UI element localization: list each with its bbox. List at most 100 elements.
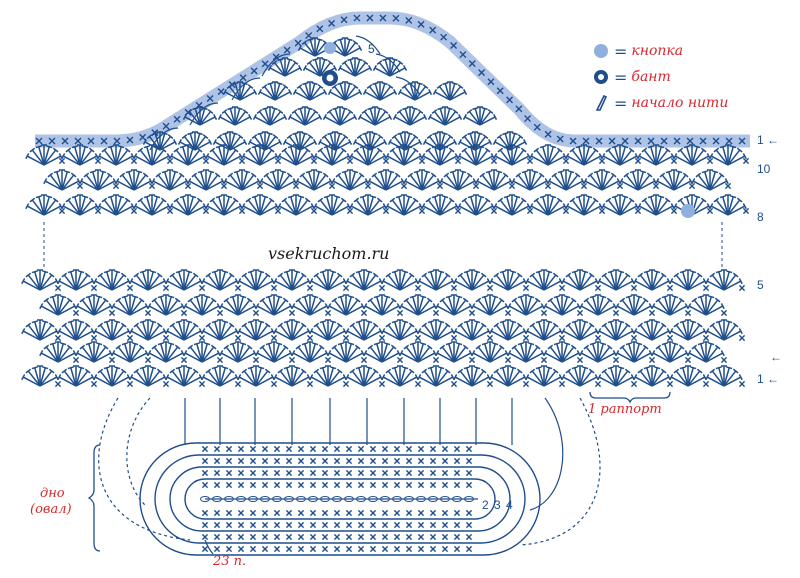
sc-stitch [429,533,437,541]
shell-stitch [349,194,387,216]
sc-stitch [429,457,437,465]
sc-stitch [249,521,257,529]
shell-stitch [205,144,243,166]
sc-stitch [453,521,461,529]
shell-stitch [259,169,297,191]
shell-stitch [257,81,293,101]
sc-stitch [288,356,296,364]
sc-stitch [48,137,56,145]
sc-stitch [54,380,62,388]
shell-stitch [183,341,221,363]
sc-stitch [54,334,62,342]
sc-stitch [684,309,692,317]
shell-stitch [435,294,473,316]
sc-stitch [369,457,377,465]
sc-stitch [58,207,66,215]
chain-arc [375,53,401,73]
sc-stitch [400,182,408,190]
sc-stitch [273,469,281,477]
sc-stitch [436,182,444,190]
oval-ring [154,454,526,544]
repeat-label: 1 раппорт [588,402,662,417]
shell-stitch [547,169,585,191]
sc-stitch [702,380,710,388]
sc-stitch [306,380,314,388]
sc-stitch [357,481,365,489]
sc-stitch [540,309,548,317]
shell-stitch [417,365,455,387]
sc-stitch [213,509,221,517]
shell-stitch [615,341,653,363]
sc-stitch [699,137,707,145]
sc-stitch [684,356,692,364]
shell-stitch [471,294,509,316]
sc-stitch [261,481,269,489]
shell-stitch [493,194,531,216]
chain-stitch [452,496,462,502]
sc-stitch [441,481,449,489]
row-label-top: 1 ← [757,133,780,147]
sc-stitch [558,380,566,388]
sc-stitch [522,284,530,292]
sc-stitch [393,457,401,465]
sc-stitch [270,284,278,292]
sc-stitch [441,533,449,541]
sc-stitch [198,334,206,342]
shell-stitch [691,169,729,191]
sc-stitch [108,356,116,364]
sc-stitch [496,87,504,95]
sc-stitch [112,182,120,190]
shell-stitch [327,37,363,57]
shell-stitch [129,365,167,387]
sc-stitch [594,284,602,292]
sc-stitch [345,457,353,465]
sc-stitch [72,309,80,317]
shell-stitch [255,294,293,316]
shell-stitch [439,169,477,191]
sc-stitch [357,521,365,529]
sc-stitch [305,32,313,40]
shell-stitch [381,269,419,291]
sc-stitch [306,284,314,292]
sc-stitch [202,157,210,165]
shell-stitch [357,106,393,126]
chain-stitch [236,496,246,502]
sc-stitch [417,457,425,465]
sc-stitch [381,521,389,529]
sc-stitch [309,469,317,477]
shell-stitch [327,81,363,101]
sc-stitch [309,533,317,541]
sc-stitch [738,380,746,388]
chain-stitch [224,496,234,502]
shell-stitch [61,194,99,216]
sc-stitch [76,182,84,190]
shell-stitch [309,365,347,387]
sc-stitch [490,207,498,215]
chain-stitch [320,496,330,502]
sc-stitch [328,182,336,190]
sc-stitch [321,457,329,465]
legend: = кнопка = бант = начало нити [588,38,728,116]
sc-stitch [357,545,365,553]
row-arrow: ← [770,350,782,364]
sc-stitch [486,284,494,292]
sc-stitch [417,509,425,517]
sc-stitch [261,545,269,553]
sc-stitch [126,380,134,388]
chain-stitch [440,496,450,502]
sc-stitch [725,137,733,145]
sc-stitch [333,469,341,477]
shell-stitch [453,269,491,291]
sc-stitch [249,509,257,517]
sc-stitch [213,481,221,489]
sc-stitch [328,19,336,27]
sc-stitch [544,130,552,138]
sc-stitch [357,533,365,541]
shell-stitch [511,169,549,191]
shell-stitch [187,169,225,191]
shell-stitch [633,319,671,341]
shell-stitch [267,57,303,77]
row-label-1: 1 ← [757,372,780,386]
shell-stitch [579,294,617,316]
